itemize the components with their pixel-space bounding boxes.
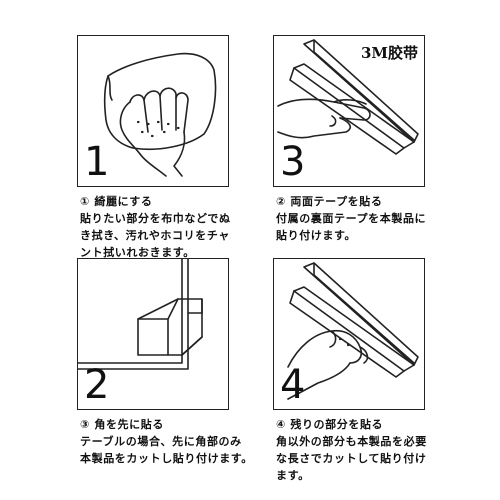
step-number: 2 xyxy=(84,362,110,408)
hand-wiping-cloth-icon xyxy=(103,52,217,177)
caption-heading: ① 綺麗にする xyxy=(80,195,153,208)
caption-line: 付属の裏面テープを本製品に xyxy=(276,212,427,225)
step-panel-4: 4 xyxy=(273,258,425,410)
caption-line: 貼り付けます。 xyxy=(276,229,357,242)
tape-label: 3M胶带 xyxy=(360,44,418,62)
step-caption-4: ④ 残りの部分を貼る 角以外の部分も本製品を必要 な長さでカットして貼り付け ま… xyxy=(276,416,476,484)
step-panel-1: 1 xyxy=(77,35,229,187)
step-number: 1 xyxy=(84,139,110,185)
caption-heading: ③ 角を先に貼る xyxy=(80,418,164,431)
step-panel-2: 3M胶带 3 xyxy=(273,35,425,187)
caption-line: 本製品をカットし貼り付けます。 xyxy=(80,452,253,465)
caption-line: テーブルの場合、先に角部のみ xyxy=(80,435,242,448)
caption-line: ント拭いれおきます。 xyxy=(80,246,195,259)
step-panel-3: 2 xyxy=(77,258,229,410)
step-caption-2: ② 両面テープを貼る 付属の裏面テープを本製品に 貼り付けます。 xyxy=(276,193,476,244)
caption-heading: ② 両面テープを貼る xyxy=(276,195,383,208)
hand-peeling-tape-icon xyxy=(277,39,419,155)
hand-pressing-strip-icon xyxy=(287,262,419,400)
caption-line: な長さでカットして貼り付け xyxy=(276,452,427,465)
step-number: 4 xyxy=(280,362,306,408)
caption-line: 角以外の部分も本製品を必要 xyxy=(276,435,427,448)
step-caption-1: ① 綺麗にする 貼りたい部分を布巾などでぬ き拭き、汚れやホコリをチャ ント拭い… xyxy=(80,193,280,261)
step-number: 3 xyxy=(280,139,306,185)
table-corner-guard-icon xyxy=(78,259,203,370)
caption-line: ます。 xyxy=(276,469,310,482)
step-caption-3: ③ 角を先に貼る テーブルの場合、先に角部のみ 本製品をカットし貼り付けます。 xyxy=(80,416,280,467)
caption-line: 貼りたい部分を布巾などでぬ xyxy=(80,212,231,225)
caption-heading: ④ 残りの部分を貼る xyxy=(276,418,384,431)
caption-line: き拭き、汚れやホコリをチャ xyxy=(80,229,230,242)
